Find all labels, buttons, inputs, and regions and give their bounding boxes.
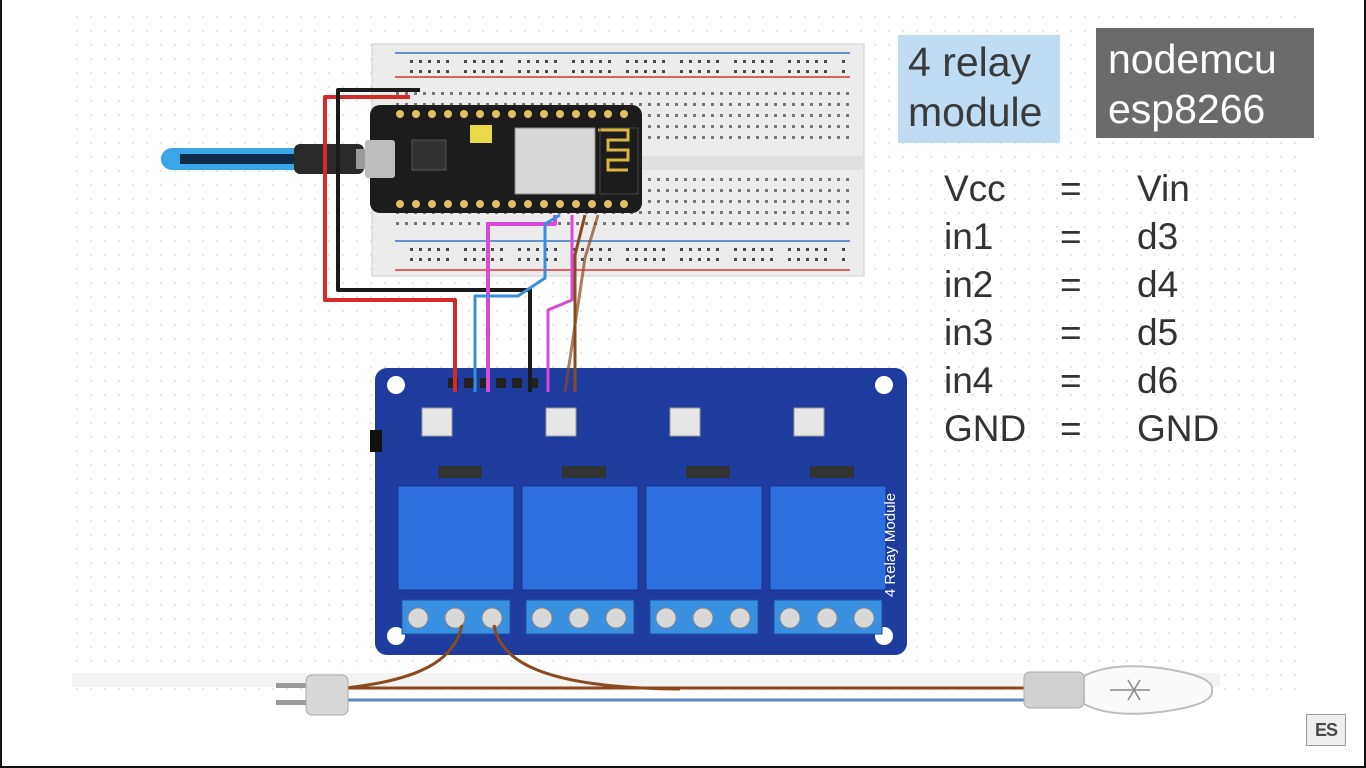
jumper-wires [323,88,600,393]
resistor [438,466,482,478]
relay-pin: GND [944,408,1027,449]
relay-pin: in1 [944,216,994,257]
screw-terminal [816,607,838,629]
channel-logo: ES [1306,714,1346,746]
relay-pin: in3 [944,312,994,353]
screw-terminal [444,607,466,629]
relay-module-label: 4 relay module [898,35,1060,143]
optocoupler [793,407,825,437]
mcu-label-line1: nodemcu [1108,36,1277,82]
relay [521,485,639,591]
screw-terminal [481,607,503,629]
mcu-pin: d4 [1137,264,1179,305]
resistor [810,466,854,478]
screw-terminal [692,607,714,629]
screw-terminal [531,607,553,629]
equals-sign: = [1060,312,1082,353]
relay-label-line1: 4 relay [908,39,1032,85]
mcu-label-line2: esp8266 [1108,86,1266,132]
equals-sign: = [1060,216,1082,257]
screw-terminal [568,607,590,629]
relay-label-line2: module [908,89,1043,135]
relay [397,485,515,591]
optocoupler [545,407,577,437]
mcu-pin: d3 [1137,216,1179,257]
equals-sign: = [1060,168,1082,209]
relay-pin: in4 [944,360,994,401]
relay-module-board: 4 Relay Module [370,368,907,655]
relay-pin: in2 [944,264,994,305]
screw-terminal [853,607,875,629]
mcu-pin: Vin [1137,168,1190,209]
screw-terminal [407,607,429,629]
screw-terminal [605,607,627,629]
equals-sign: = [1060,264,1082,305]
relay [769,485,887,591]
relay-pin: Vcc [944,168,1006,209]
relay [645,485,763,591]
screw-terminal [729,607,751,629]
equals-sign: = [1060,408,1082,449]
power-plug [276,674,349,716]
optocoupler [421,407,453,437]
screw-terminal [655,607,677,629]
screw-terminal [779,607,801,629]
usb-cable [161,144,372,174]
module-name-text: 4 Relay Module [882,493,899,597]
resistor [562,466,606,478]
mcu-pin: GND [1137,408,1220,449]
resistor [686,466,730,478]
nodemcu-board [365,105,642,213]
equals-sign: = [1060,360,1082,401]
mcu-pin: d6 [1137,360,1179,401]
light-bulb [1023,665,1214,715]
optocoupler [669,407,701,437]
nodemcu-label: nodemcu esp8266 [1096,28,1314,138]
mcu-pin: d5 [1137,312,1179,353]
